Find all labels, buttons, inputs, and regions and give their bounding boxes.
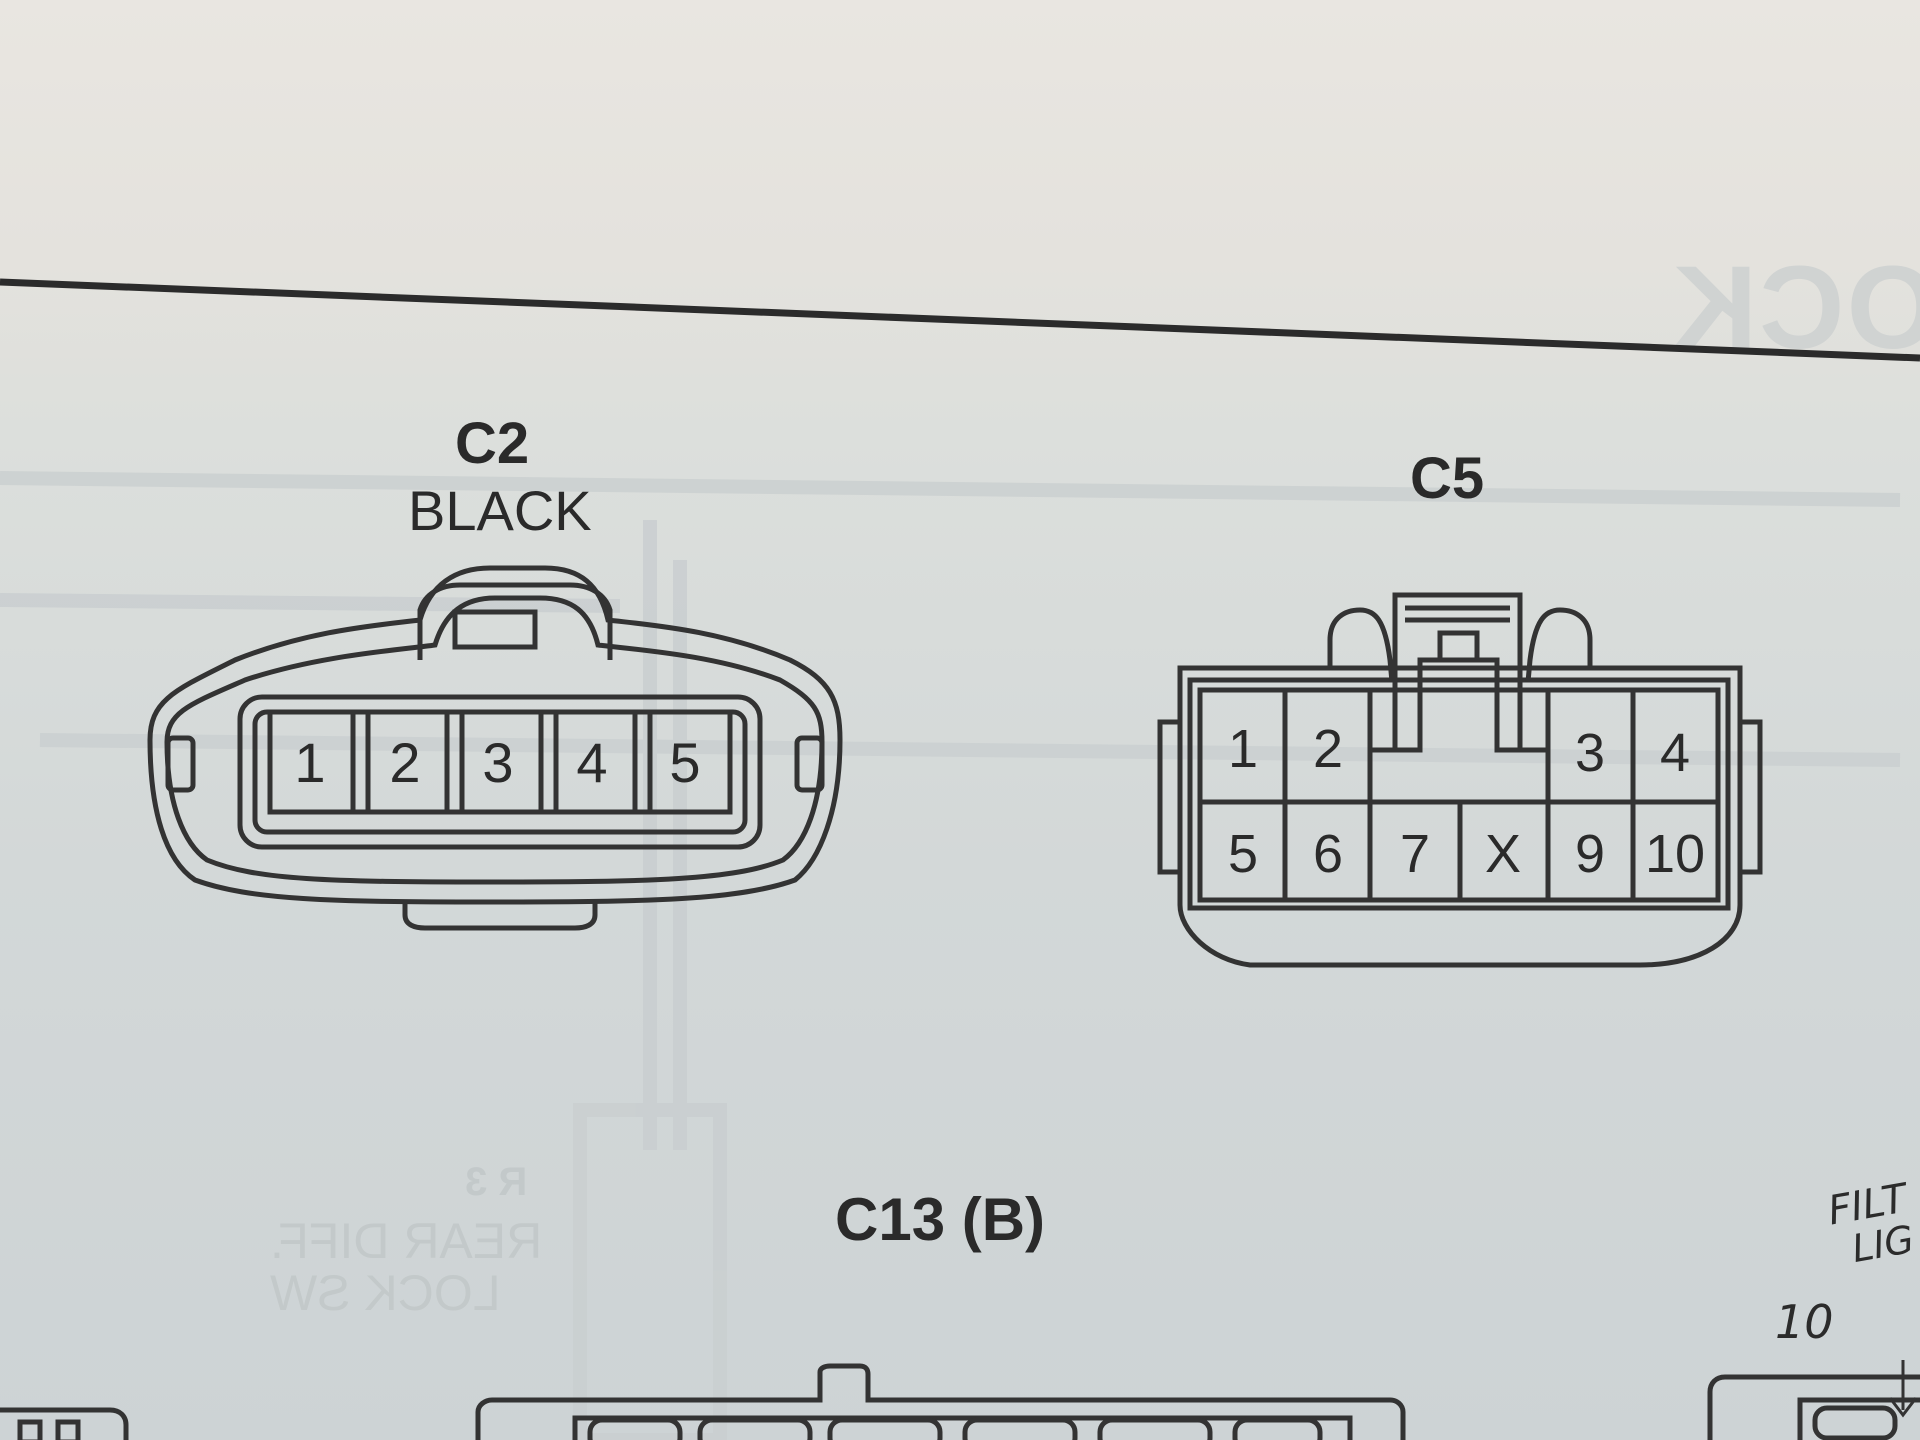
- c5-pin-1: 1: [1227, 719, 1259, 779]
- c5-pin-7: 7: [1399, 824, 1431, 884]
- c5-connector-body: [1157, 592, 1763, 968]
- c2-connector-title: C2: [455, 411, 530, 476]
- c2-pin-4: 4: [576, 731, 608, 794]
- section-divider-line: [0, 278, 1920, 362]
- c5-pin-6: 6: [1312, 824, 1344, 884]
- c2-connector-body: [147, 565, 843, 931]
- left-partial-connector: [0, 1407, 129, 1440]
- c2-pin-5: 5: [669, 731, 701, 794]
- c2-pin-2: 2: [389, 731, 421, 794]
- c5-pin-4: 4: [1659, 723, 1691, 783]
- c13-connector-body: [475, 1363, 1406, 1440]
- handwritten-pin-ref: 10: [1775, 1295, 1834, 1349]
- c5-connector-title: C5: [1410, 446, 1485, 511]
- c5-pin-10: 10: [1644, 824, 1706, 884]
- c13-connector-title: C13 (B): [835, 1186, 1046, 1253]
- c5-pin-9: 9: [1574, 824, 1606, 884]
- c5-pin-x: X: [1484, 824, 1522, 884]
- c2-pin-3: 3: [482, 731, 514, 794]
- c2-connector-color: BLACK: [408, 479, 592, 542]
- c2-pin-1: 1: [294, 731, 326, 794]
- right-partial-connector: [1707, 1360, 1920, 1440]
- c5-pin-3: 3: [1574, 723, 1606, 783]
- ghost-wiring: [0, 471, 1901, 1440]
- c5-pin-2: 2: [1312, 719, 1344, 779]
- c5-pin-5: 5: [1227, 824, 1259, 884]
